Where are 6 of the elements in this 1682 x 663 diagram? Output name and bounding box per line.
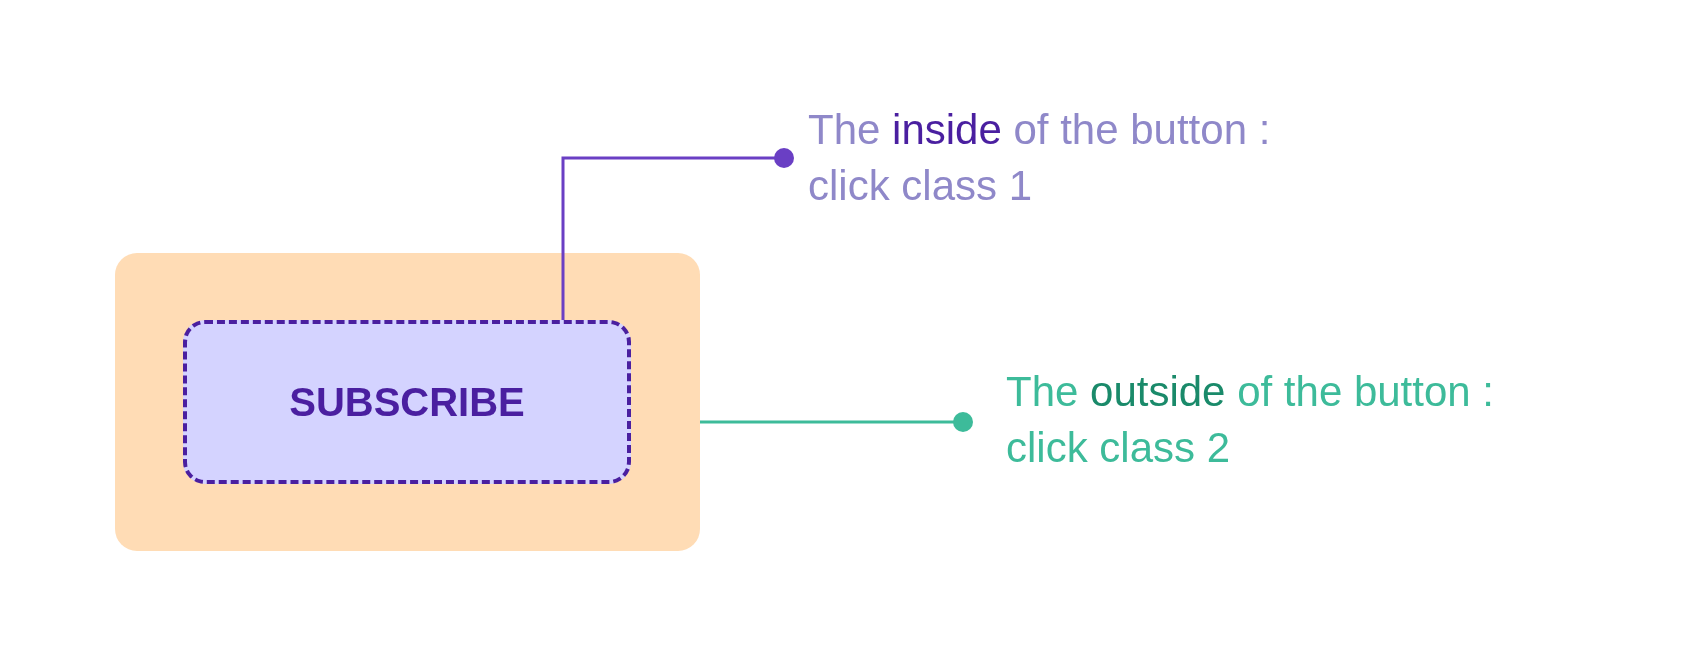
- button-surround-area: [115, 253, 700, 551]
- callout-text: The inside of the button : click class 1: [808, 102, 1353, 214]
- leader-line: [700, 412, 973, 432]
- subscribe-button: SUBSCRIBE: [183, 320, 631, 484]
- leader-line: [561, 148, 794, 320]
- callout-text: The outside of the button : click class 2: [1006, 364, 1581, 476]
